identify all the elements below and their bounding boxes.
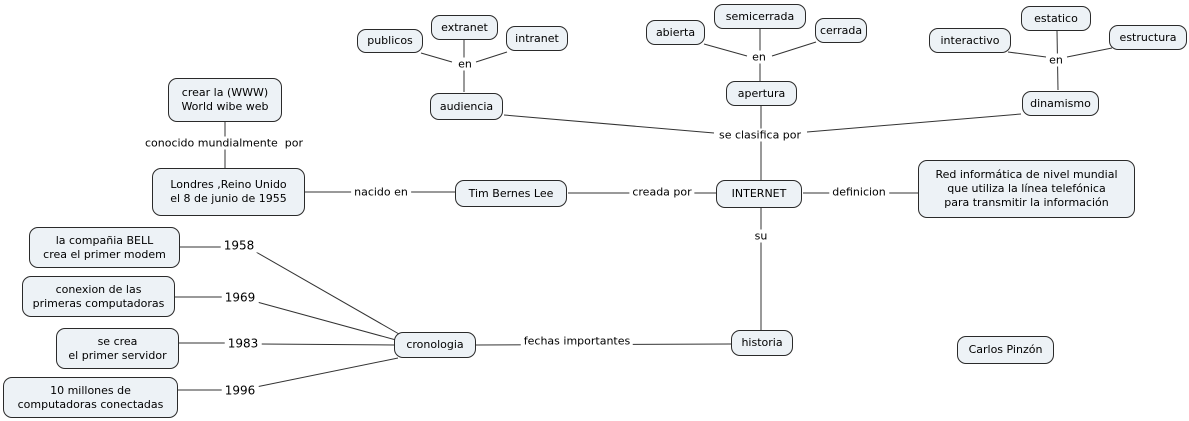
link-year-1958[interactable]: 1958 <box>220 239 258 253</box>
node-definicion-texto[interactable]: Red informática de nivel mundial que uti… <box>918 160 1135 218</box>
node-londres[interactable]: Londres ,Reino Unido el 8 de junio de 19… <box>152 168 305 216</box>
link-year-1969[interactable]: 1969 <box>221 291 259 305</box>
node-cronologia[interactable]: cronologia <box>394 332 476 358</box>
link-creada-por[interactable]: creada por <box>629 185 695 199</box>
node-10-millones[interactable]: 10 millones de computadoras conectadas <box>3 377 178 418</box>
node-estatico[interactable]: estatico <box>1021 6 1091 31</box>
node-historia[interactable]: historia <box>731 330 793 356</box>
link-en-apertura[interactable]: en <box>749 50 769 64</box>
link-year-1983[interactable]: 1983 <box>224 337 262 351</box>
node-interactivo[interactable]: interactivo <box>929 28 1011 53</box>
node-primer-servidor[interactable]: se crea el primer servidor <box>56 328 179 369</box>
node-apertura[interactable]: apertura <box>726 81 797 106</box>
node-dinamismo[interactable]: dinamismo <box>1022 91 1099 116</box>
node-bell-modem[interactable]: la compañia BELL crea el primer modem <box>29 227 180 268</box>
link-fechas-importantes[interactable]: fechas importantes <box>520 334 634 348</box>
link-en-audiencia[interactable]: en <box>455 57 475 71</box>
link-conocido-mundialmente-por[interactable]: conocido mundialmente por <box>141 136 307 150</box>
link-year-1996[interactable]: 1996 <box>221 384 259 398</box>
link-se-clasifica-por[interactable]: se clasifica por <box>715 128 805 142</box>
node-semicerrada[interactable]: semicerrada <box>714 4 806 29</box>
node-autor[interactable]: Carlos Pinzón <box>957 336 1054 364</box>
node-conexion-computadoras[interactable]: conexion de las primeras computadoras <box>22 276 175 317</box>
link-definicion[interactable]: definicion <box>829 185 889 199</box>
node-cerrada[interactable]: cerrada <box>815 18 867 43</box>
node-abierta[interactable]: abierta <box>646 20 705 45</box>
node-crear-www[interactable]: crear la (WWW) World wibe web <box>168 78 282 122</box>
node-estructura[interactable]: estructura <box>1109 25 1187 50</box>
link-nacido-en[interactable]: nacido en <box>351 185 411 199</box>
link-en-dinamismo[interactable]: en <box>1046 53 1066 67</box>
node-audiencia[interactable]: audiencia <box>430 93 503 120</box>
link-su[interactable]: su <box>751 229 771 243</box>
node-extranet[interactable]: extranet <box>431 15 498 40</box>
node-internet[interactable]: INTERNET <box>716 180 802 208</box>
node-tim-bernes-lee[interactable]: Tim Bernes Lee <box>455 180 567 207</box>
node-publicos[interactable]: publicos <box>357 29 423 53</box>
node-intranet[interactable]: intranet <box>506 26 568 51</box>
